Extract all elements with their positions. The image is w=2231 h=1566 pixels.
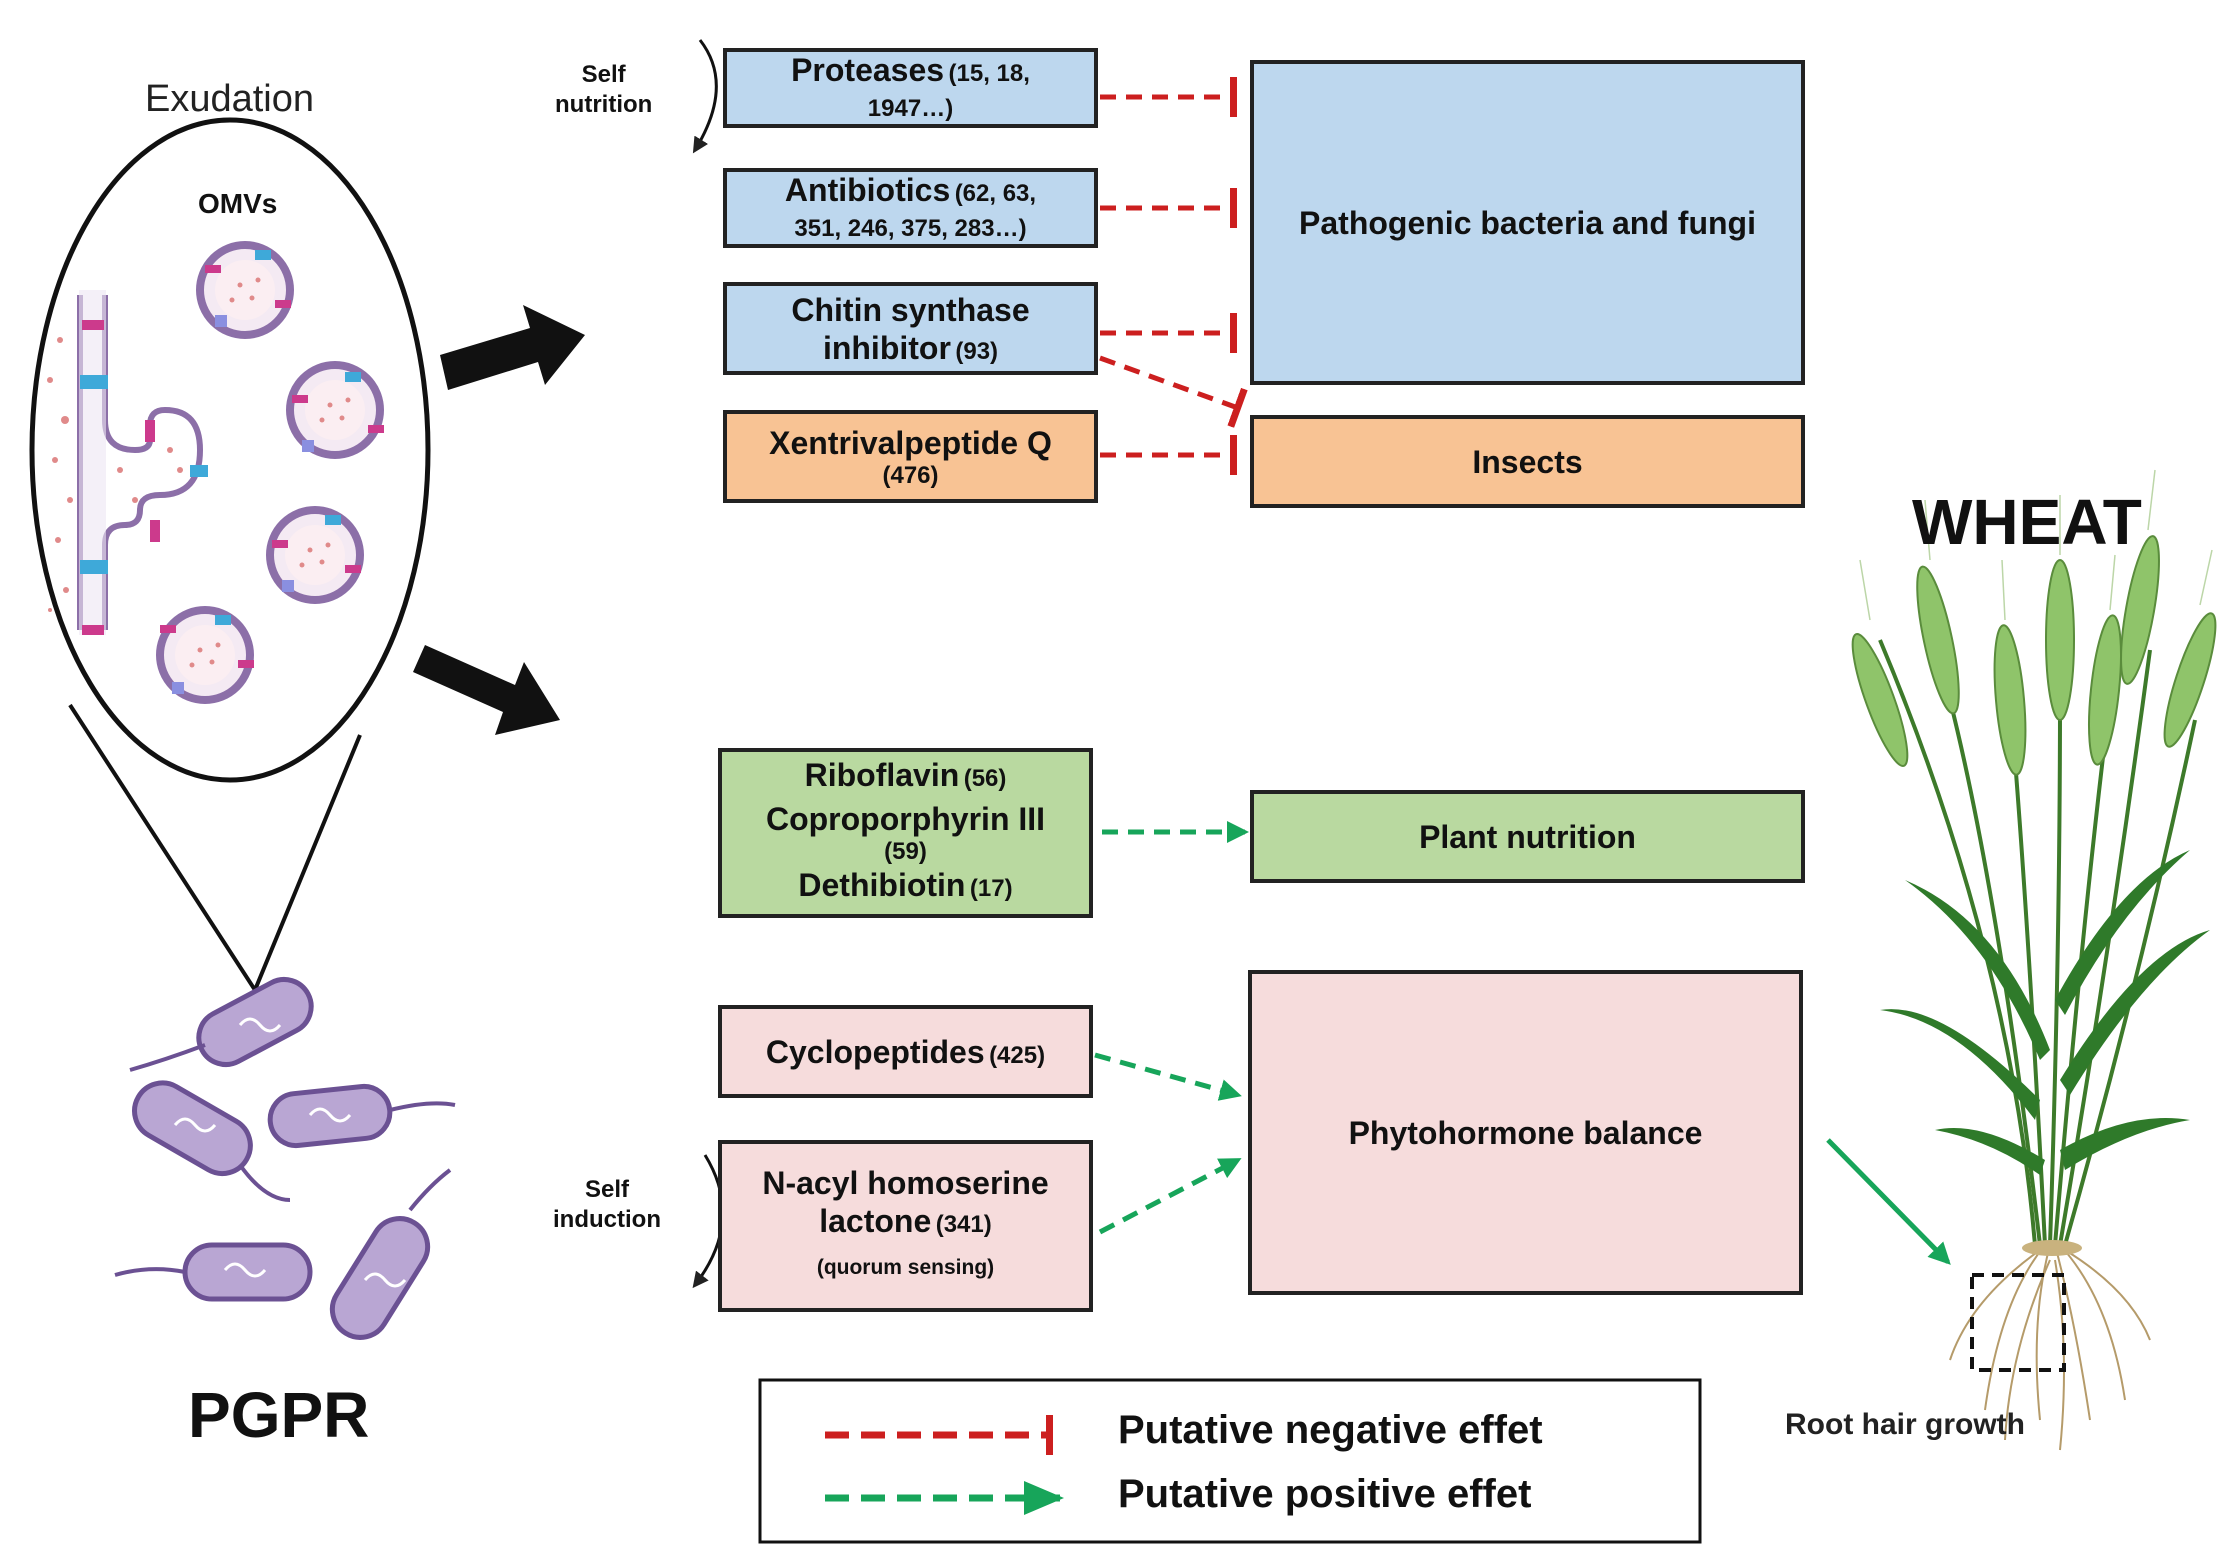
exudation-arrow xyxy=(440,305,585,390)
exudation-arrow xyxy=(413,645,560,735)
omv-vesicle xyxy=(156,606,254,704)
cyclopeptides-box: Cyclopeptides (425) xyxy=(718,1005,1093,1098)
legend-negative-label: Putative negative effet xyxy=(1118,1408,1543,1452)
omv-vesicle xyxy=(286,361,384,459)
exudation-label: Exudation xyxy=(145,78,315,120)
pathogenic-target-box: Pathogenic bacteria and fungi xyxy=(1250,60,1805,385)
self-nutrition-arrow-icon xyxy=(692,39,718,154)
vitamins-box: Riboflavin (56) Coproporphyrin III (59) … xyxy=(718,748,1093,918)
omv-zoom-ellipse xyxy=(29,117,431,992)
antibiotics-box: Antibiotics (62, 63, 351, 246, 375, 283…… xyxy=(723,168,1098,248)
legend-positive-label: Putative positive effet xyxy=(1118,1472,1532,1516)
root-hair-zone xyxy=(1970,1273,2066,1372)
pgpr-label: PGPR xyxy=(188,1379,370,1451)
wheat-label: WHEAT xyxy=(1912,486,2142,558)
insects-target-box: Insects xyxy=(1250,415,1805,508)
wheat-plant-illustration xyxy=(1851,469,2217,1451)
bacterium-icon xyxy=(132,1080,291,1202)
pos-effect-line xyxy=(1098,1157,1242,1235)
proteases-box: Proteases (15, 18, 1947…) xyxy=(723,48,1098,128)
plant-nutrition-target-box: Plant nutrition xyxy=(1250,790,1805,883)
omv-vesicle xyxy=(266,506,364,604)
xentrivalpeptide-box: Xentrivalpeptide Q (476) xyxy=(723,410,1098,503)
legend xyxy=(758,1378,1702,1544)
pos-effect-line xyxy=(1094,1052,1242,1101)
root-hair-label: Root hair growth xyxy=(1785,1408,2025,1441)
bacterium-icon xyxy=(329,1168,452,1340)
root-effect-arrow xyxy=(1826,1138,1951,1265)
omv-vesicle xyxy=(196,241,294,339)
omvs-label: OMVs xyxy=(198,188,278,219)
bacterium-icon xyxy=(267,1083,456,1149)
n-acyl-homoserine-box: N-acyl homoserine lactone (341) (quorum … xyxy=(718,1140,1093,1312)
chitin-synthase-box: Chitin synthase inhibitor (93) xyxy=(723,282,1098,375)
neg-effect-line xyxy=(1099,355,1248,428)
phytohormone-target-box: Phytohormone balance xyxy=(1248,970,1803,1295)
bacterium-icon xyxy=(129,977,314,1072)
membrane-illustration xyxy=(47,290,208,635)
bacterium-icon xyxy=(114,1242,313,1302)
